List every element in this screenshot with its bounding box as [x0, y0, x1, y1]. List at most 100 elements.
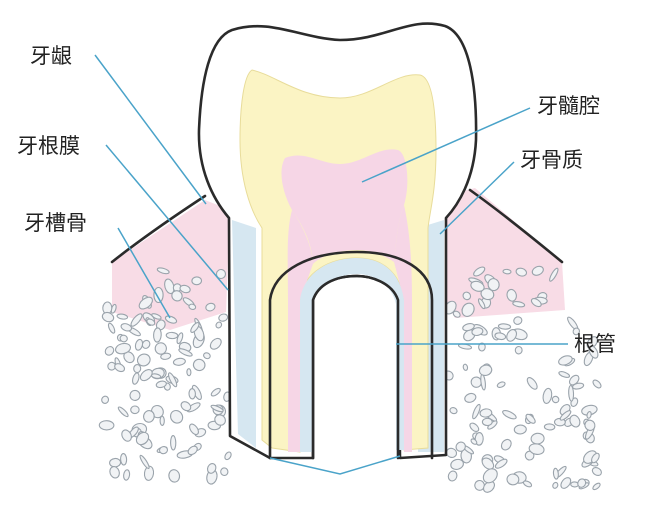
bone-chip	[558, 371, 571, 378]
bone-chip	[470, 280, 485, 292]
bone-chip	[205, 302, 216, 312]
bone-chip	[206, 463, 217, 474]
bone-chip	[123, 469, 131, 481]
bone-chip	[98, 420, 115, 431]
bone-chip	[101, 311, 115, 323]
bone-chip	[136, 353, 151, 367]
bone-chip	[190, 322, 200, 333]
bone-chip	[153, 286, 164, 304]
bone-chip	[139, 369, 153, 382]
bone-chip	[120, 323, 133, 332]
bone-chip	[560, 477, 572, 489]
bone-chip	[104, 346, 115, 356]
bone-chip	[129, 389, 141, 401]
bone-chip	[462, 323, 475, 332]
alveolar-bone-left	[98, 267, 232, 485]
bone-chip	[155, 380, 167, 389]
bone-chip	[525, 413, 536, 424]
bone-chip	[138, 296, 153, 310]
bone-chip	[506, 473, 520, 486]
bone-chip	[153, 327, 162, 343]
bone-chip	[158, 446, 169, 455]
bone-chip	[164, 315, 178, 324]
bone-chip	[179, 284, 191, 294]
bone-chip	[524, 450, 535, 461]
bone-chip	[474, 479, 485, 491]
bone-chip	[135, 431, 150, 446]
bone-chip	[165, 331, 179, 340]
bone-chip	[210, 387, 221, 397]
bone-chip	[464, 392, 477, 403]
bone-chip	[168, 469, 181, 483]
bone-chip	[497, 323, 512, 330]
bone-chip	[215, 268, 227, 280]
bone-chip	[461, 302, 475, 317]
bone-chip	[494, 332, 507, 341]
bone-chip	[480, 288, 495, 301]
bone-chip	[512, 301, 526, 308]
bone-chip	[450, 458, 464, 470]
bone-chip	[178, 348, 193, 357]
label-pulp-cavity: 牙髓腔	[537, 94, 600, 118]
bone-chip	[146, 318, 156, 326]
bone-chip	[143, 410, 155, 423]
bone-chip	[506, 329, 518, 342]
bone-chip	[107, 361, 117, 371]
bone-chip	[473, 266, 486, 277]
bone-chip	[478, 364, 493, 377]
bone-chip	[530, 432, 545, 445]
bone-chip	[472, 403, 481, 420]
bone-chip	[188, 388, 196, 400]
bone-chip	[470, 438, 478, 445]
label-dentin: 牙骨质	[520, 148, 583, 172]
bone-chip	[172, 357, 186, 366]
bone-chip	[487, 278, 500, 292]
bone-chip	[188, 303, 197, 311]
label-gum: 牙龈	[30, 44, 72, 68]
bone-chip	[160, 352, 172, 360]
bone-chip	[588, 345, 599, 359]
bone-chip	[552, 481, 559, 489]
leader-alveolar-bone	[117, 227, 171, 319]
label-root-canal: 根管	[574, 332, 616, 356]
bone-chip	[502, 268, 512, 275]
bone-chip	[101, 395, 110, 404]
bone-chip	[215, 321, 223, 329]
bone-chip	[130, 405, 140, 415]
bone-chip	[572, 327, 581, 336]
bone-chip	[481, 417, 493, 427]
bone-chip	[477, 298, 486, 310]
bone-chip	[592, 379, 602, 389]
bone-chip	[120, 453, 128, 466]
canal-outline	[311, 274, 400, 460]
bone-chip	[154, 342, 167, 355]
bone-chip	[559, 410, 572, 421]
bone-chip	[494, 458, 508, 469]
bone-chip	[218, 313, 229, 322]
bone-chip	[133, 364, 142, 374]
root-canal-lining	[300, 258, 404, 452]
bone-chip	[592, 482, 601, 491]
bone-chip	[513, 424, 527, 435]
bone-chip	[480, 373, 486, 391]
bone-chip	[220, 467, 229, 477]
bone-chip	[180, 401, 192, 412]
bone-chip	[522, 480, 533, 488]
bone-chip	[203, 352, 211, 360]
bone-chip	[130, 313, 143, 327]
bone-chip	[479, 408, 493, 418]
bone-chip	[455, 441, 466, 452]
bone-chip	[591, 466, 602, 477]
bone-chip	[500, 438, 512, 451]
bone-chip	[164, 278, 175, 295]
bone-chip	[482, 468, 498, 484]
bone-chip	[151, 313, 162, 320]
bone-chip	[452, 310, 461, 318]
label-alveolar-bone: 牙槽骨	[24, 211, 87, 235]
bone-chip	[470, 376, 482, 388]
bone-chip	[107, 322, 116, 334]
bone-chip	[134, 338, 144, 351]
bone-chip	[482, 480, 496, 493]
bone-chip	[119, 334, 128, 343]
